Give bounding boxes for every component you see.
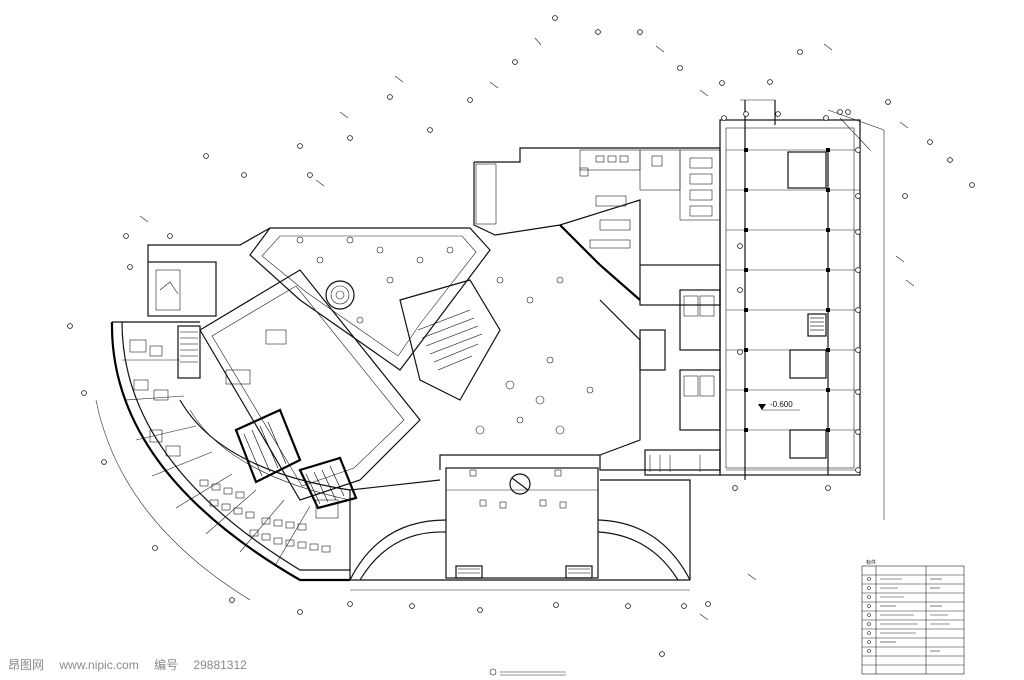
watermark: 昂图网 www.nipic.com 编号 29881312 <box>8 656 259 673</box>
legend-title: 标件 <box>866 559 876 566</box>
furniture-marks <box>225 167 631 509</box>
watermark-url: www.nipic.com <box>59 658 139 672</box>
curved-wing <box>95 321 351 601</box>
watermark-id-label: 编号 <box>154 658 179 672</box>
dimension-ticks <box>139 37 915 621</box>
west-wings <box>147 227 501 510</box>
east-wing <box>719 99 885 520</box>
level-label: -0.600 <box>770 400 793 409</box>
drawing-title <box>489 668 566 676</box>
central-block <box>349 147 721 591</box>
watermark-site: 昂图网 <box>8 658 45 672</box>
level-mark: -0.600 <box>758 400 800 411</box>
watermark-id: 29881312 <box>193 658 247 672</box>
survey-points <box>67 15 975 657</box>
legend-table: 标件 <box>861 559 965 675</box>
